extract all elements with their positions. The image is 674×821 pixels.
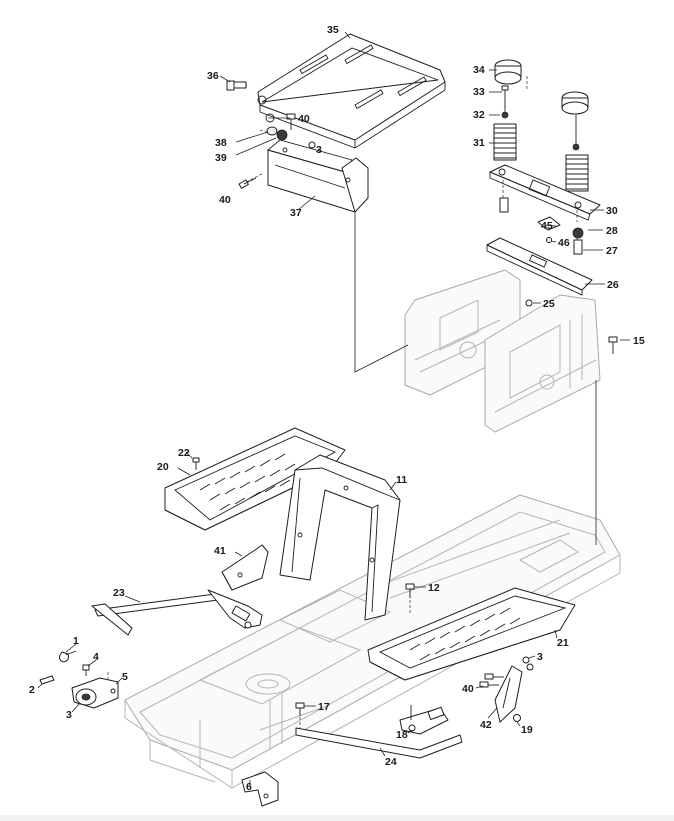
bracket-42	[479, 656, 534, 723]
callout-5: 5	[122, 671, 128, 683]
callout-3-left: 3	[66, 709, 72, 721]
linkage-rod-24	[295, 705, 463, 759]
callout-3-right: 3	[537, 651, 543, 663]
callout-15: 15	[633, 335, 645, 347]
rear-panel-right	[484, 294, 601, 433]
chassis-frame	[124, 494, 621, 789]
callout-6: 6	[246, 781, 252, 793]
callout-28: 28	[606, 225, 618, 237]
callout-labels: 35 36 40 38 3 39 40 37 34 33 32 31 30 28…	[29, 24, 645, 793]
callout-32: 32	[473, 109, 485, 121]
seat-bracket	[267, 139, 369, 213]
callout-38: 38	[215, 137, 227, 149]
callout-34: 34	[473, 64, 485, 76]
callout-36: 36	[207, 70, 219, 82]
pivot-assembly	[39, 650, 119, 709]
seat-plate	[257, 33, 446, 149]
callout-25: 25	[543, 298, 555, 310]
bracket-6	[241, 771, 279, 807]
callout-4: 4	[93, 651, 99, 663]
callout-30: 30	[606, 205, 618, 217]
callout-42: 42	[480, 719, 492, 731]
bracket-41	[221, 544, 269, 591]
callout-37: 37	[290, 207, 302, 219]
callout-21: 21	[557, 637, 569, 649]
callout-27: 27	[606, 245, 618, 257]
callout-40-mid: 40	[219, 194, 231, 206]
callout-40-bottom: 40	[462, 683, 474, 695]
callout-24: 24	[385, 756, 397, 768]
callout-45: 45	[541, 220, 553, 232]
callout-23: 23	[113, 587, 125, 599]
callout-22: 22	[178, 447, 190, 459]
seat-hardware	[226, 80, 316, 189]
callout-41: 41	[214, 545, 226, 557]
callout-17: 17	[318, 701, 330, 713]
callout-31: 31	[473, 137, 485, 149]
callout-26: 26	[607, 279, 619, 291]
linkage-rod-23	[91, 589, 263, 636]
callout-12: 12	[428, 582, 440, 594]
page-bottom-strip	[0, 815, 674, 821]
callout-1: 1	[73, 635, 79, 647]
footrest-left	[164, 427, 346, 531]
callout-19: 19	[521, 724, 533, 736]
leader-lines	[37, 31, 630, 786]
callout-2: 2	[29, 684, 35, 696]
callout-40-top: 40	[298, 113, 310, 125]
bolt-12	[405, 583, 415, 598]
callout-35: 35	[327, 24, 339, 36]
callout-39: 39	[215, 152, 227, 164]
seat-suspension	[486, 59, 601, 307]
rear-frame-loop	[279, 454, 401, 621]
bolt-17	[295, 702, 305, 716]
callout-20: 20	[157, 461, 169, 473]
callout-11: 11	[396, 474, 407, 486]
callout-3-top: 3	[316, 144, 322, 156]
callout-33: 33	[473, 86, 485, 98]
bolt-15	[608, 336, 618, 354]
callout-18: 18	[396, 729, 408, 741]
callout-46: 46	[558, 237, 570, 249]
footrest-right	[367, 587, 576, 681]
